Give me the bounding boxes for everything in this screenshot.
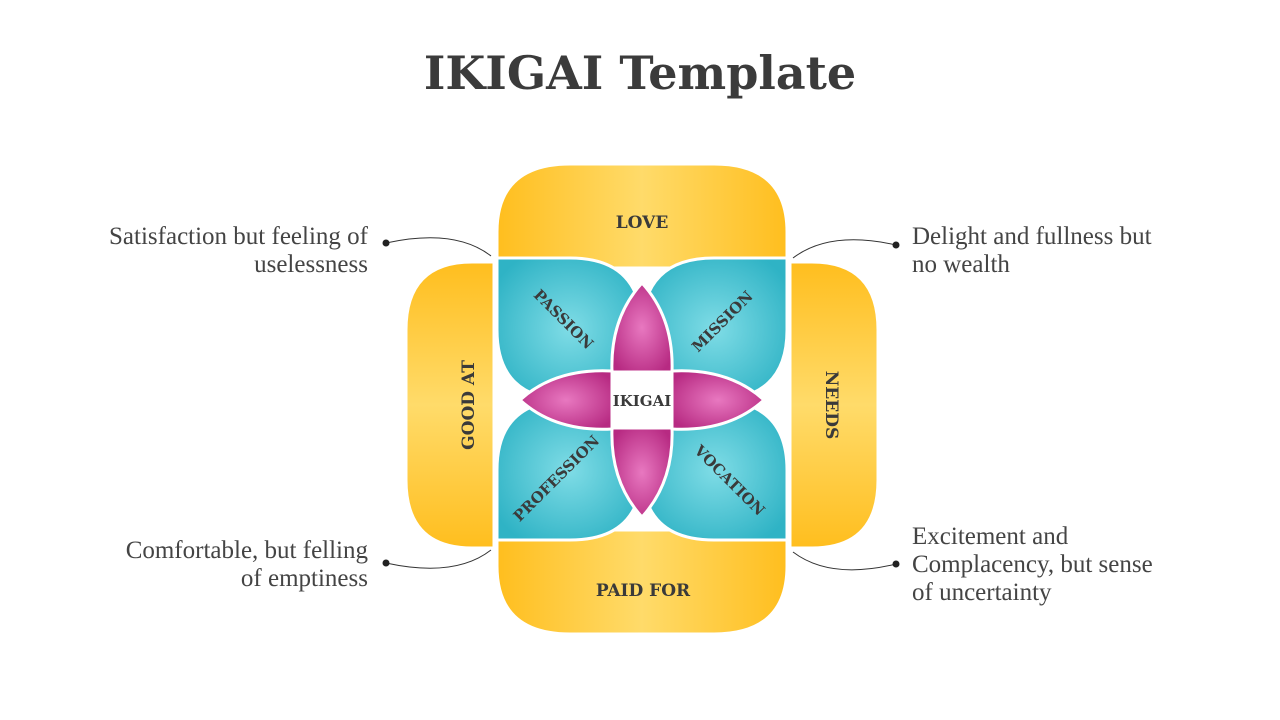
- connector-dot-bottom-left: [382, 559, 390, 567]
- connector-top-right: [792, 239, 897, 259]
- note-line: uselessness: [254, 251, 368, 278]
- note-top-left: Satisfaction but feeling of uselessness: [109, 223, 368, 279]
- connector-top-left: [385, 237, 492, 257]
- note-line: Complacency, but sense: [912, 551, 1153, 578]
- connector-dot-top-left: [382, 239, 390, 247]
- note-line: of uncertainty: [912, 579, 1052, 606]
- connector-bottom-left: [385, 549, 492, 569]
- label-love: LOVE: [616, 213, 669, 233]
- note-top-right: Delight and fullness but no wealth: [912, 223, 1152, 279]
- center-label: IKIGAI: [613, 392, 672, 410]
- note-bottom-right: Excitement and Complacency, but sense of…: [912, 523, 1153, 607]
- outer-shape-top: [495, 162, 789, 270]
- outer-shape-right: [788, 260, 880, 550]
- label-needs: NEEDS: [821, 371, 841, 439]
- note-bottom-left: Comfortable, but felling of emptiness: [126, 537, 368, 593]
- outer-shape-left: [404, 260, 496, 550]
- label-good-at: GOOD AT: [459, 360, 479, 450]
- note-line: of emptiness: [240, 565, 368, 592]
- page-title: IKIGAI Template: [423, 46, 857, 100]
- connector-bottom-right: [792, 551, 897, 571]
- note-line: Delight and fullness but: [912, 223, 1152, 250]
- label-paid-for: PAID FOR: [596, 581, 691, 601]
- outer-shape-bottom: [495, 528, 789, 636]
- connector-dot-top-right: [892, 241, 900, 249]
- note-line: Satisfaction but feeling of: [109, 223, 368, 250]
- note-line: Excitement and: [912, 523, 1069, 550]
- note-line: no wealth: [912, 251, 1010, 278]
- center-box: [612, 372, 672, 428]
- connector-dot-bottom-right: [892, 560, 900, 568]
- note-line: Comfortable, but felling: [125, 537, 368, 564]
